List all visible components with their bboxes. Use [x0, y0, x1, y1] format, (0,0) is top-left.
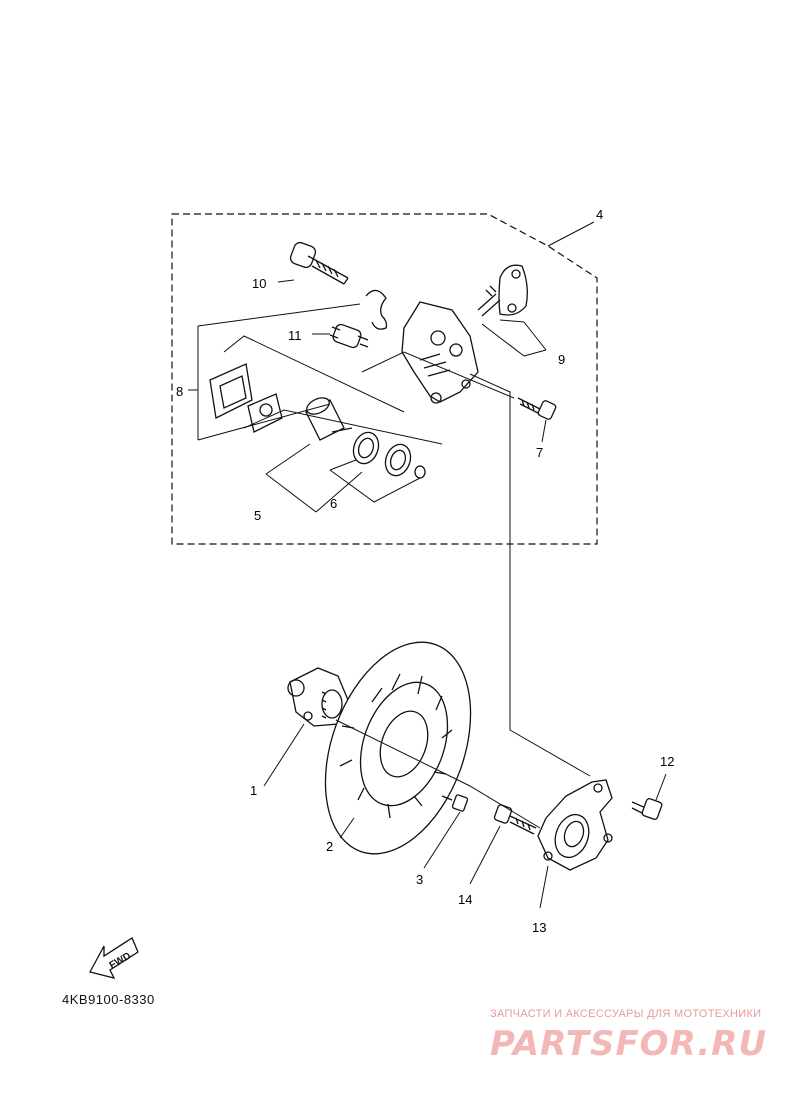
callout-13: 13	[532, 920, 546, 935]
callout-2: 2	[326, 839, 333, 854]
bleed-screw	[329, 323, 369, 349]
leader-2	[339, 817, 355, 839]
callout-3: 3	[416, 872, 423, 887]
leader-12	[655, 773, 667, 801]
callout-4: 4	[596, 207, 603, 222]
caliper-seal-kit	[352, 431, 426, 479]
catalog-code: 4KB9100-8330	[62, 992, 155, 1007]
pin-clip	[365, 289, 388, 330]
callout-1: 1	[250, 783, 257, 798]
brake-disc	[324, 641, 472, 855]
caliper-bracket	[537, 779, 613, 871]
leader-13	[539, 865, 549, 909]
callout-12: 12	[660, 754, 674, 769]
callout-14: 14	[458, 892, 472, 907]
caliper-pin-bolt	[289, 241, 349, 285]
pad-group-lines	[223, 335, 443, 445]
leader-1	[263, 723, 305, 787]
brake-pad-kit	[209, 363, 283, 433]
callout-8: 8	[176, 384, 183, 399]
bracket-mount-bolt	[631, 798, 663, 820]
bracket-bolt	[493, 804, 537, 835]
callout-9: 9	[558, 352, 565, 367]
axle-centre-line	[335, 719, 541, 829]
pad-group-bracket	[197, 303, 361, 441]
watermark-tagline: ЗАПЧАСТИ И АКСЕССУАРЫ ДЛЯ МОТОТЕХНИКИ	[490, 1008, 762, 1020]
callout-10: 10	[252, 276, 266, 291]
callout-7: 7	[536, 445, 543, 460]
piston-group-lines	[265, 443, 363, 513]
seal-group-lines	[329, 351, 515, 503]
disc-bolt	[441, 794, 469, 812]
leader-3	[423, 811, 461, 869]
leader-7	[541, 419, 547, 443]
caliper-bracket-bleed	[477, 264, 528, 317]
caliper-assembly-boundary	[171, 213, 598, 545]
leader-4	[547, 221, 595, 247]
watermark-brand: PARTSFOR.RU	[490, 1024, 768, 1064]
caliper-piston	[305, 397, 353, 441]
brake-routing-line	[469, 373, 591, 777]
callout-11: 11	[288, 328, 302, 343]
leader-9	[481, 319, 547, 357]
leader-10	[277, 279, 295, 283]
callout-5: 5	[254, 508, 261, 523]
caliper-body	[401, 301, 479, 404]
callout-6: 6	[330, 496, 337, 511]
leader-14	[469, 825, 501, 885]
caliper-bolt	[517, 397, 557, 420]
forward-direction-arrow: FWD	[89, 937, 139, 979]
